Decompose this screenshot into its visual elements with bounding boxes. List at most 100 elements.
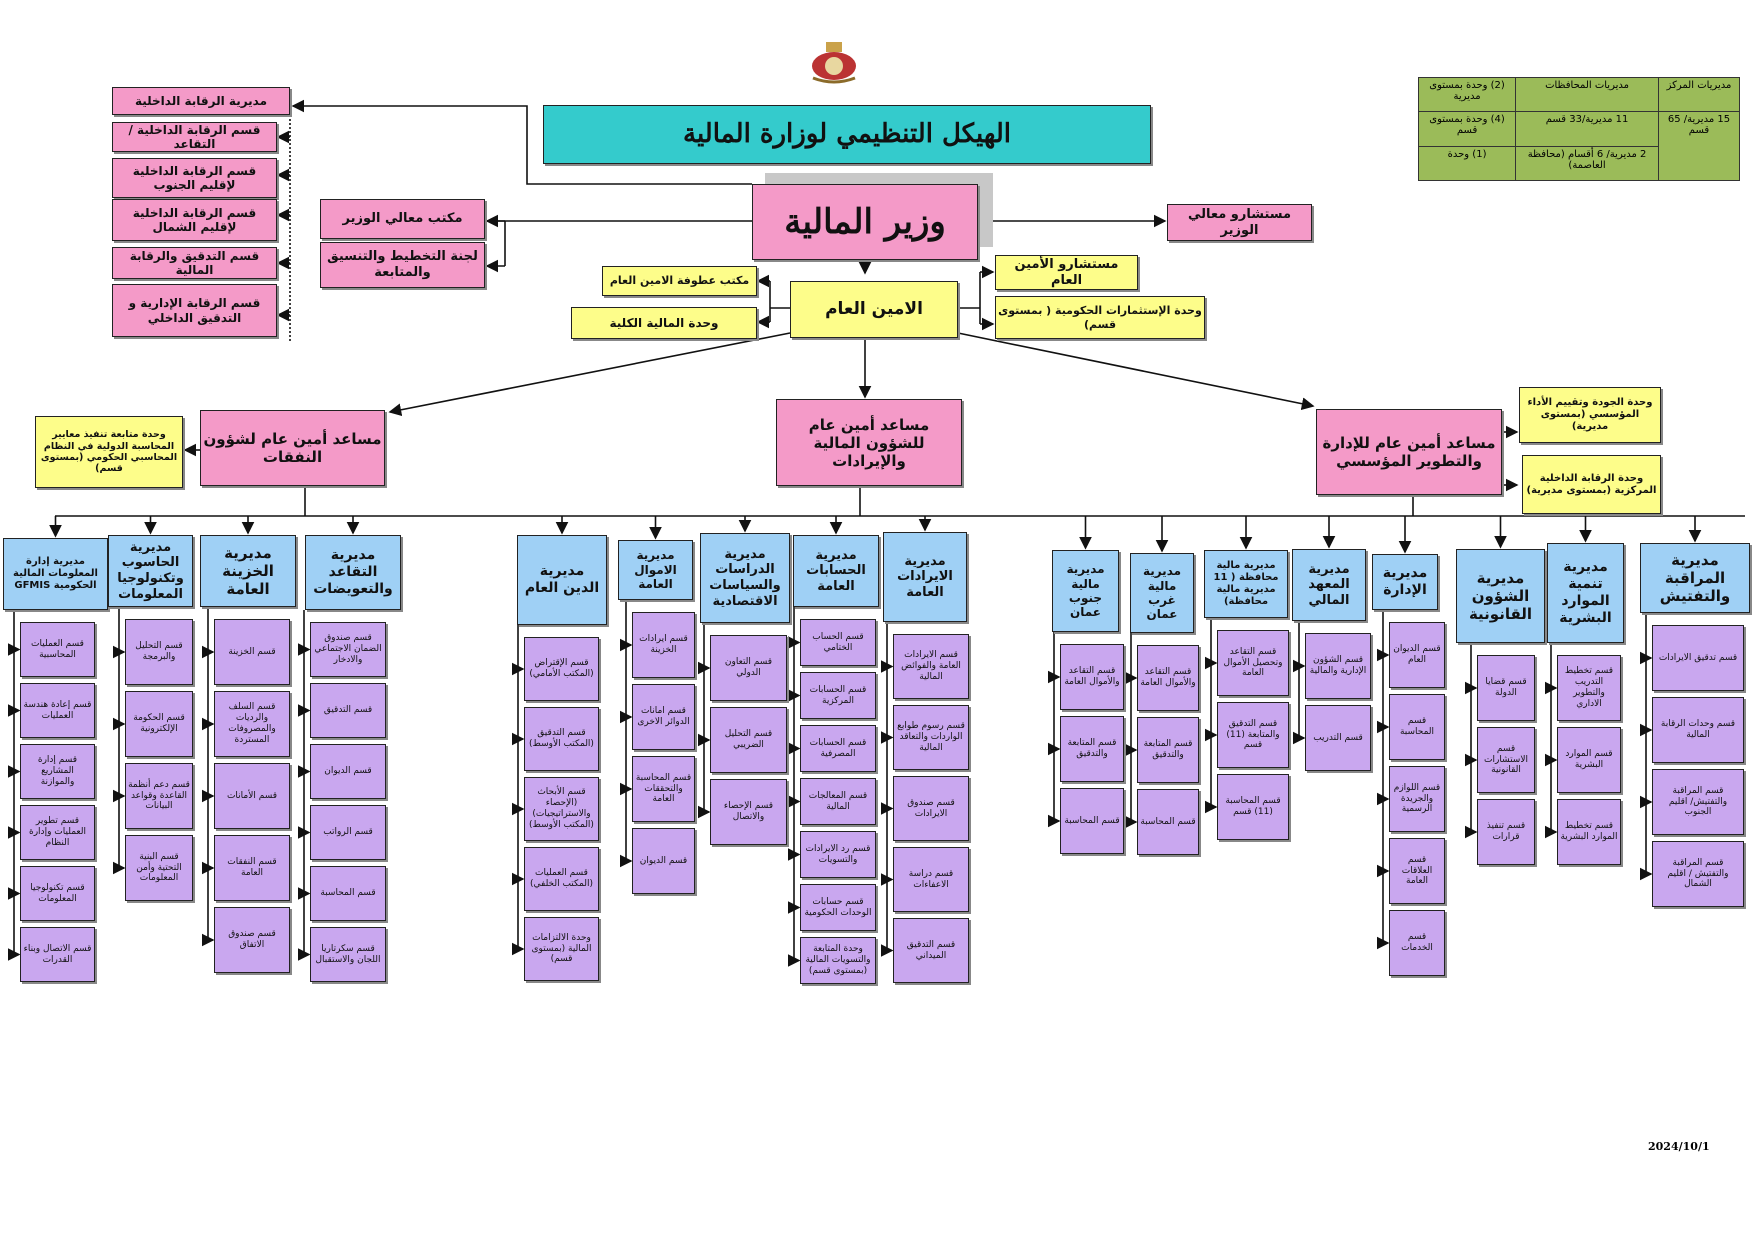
- ifrs-unit: وحدة متابعة تنفيذ معايير المحاسبة الدولي…: [35, 416, 183, 488]
- section-box: قسم حسابات الوحدات الحكومية: [800, 884, 876, 931]
- section-box: قسم التدقيق الميداني: [893, 918, 969, 983]
- section-box: قسم ايرادات الخزينة: [632, 612, 695, 678]
- section-box: قسم الاتصال وبناء القدرات: [20, 927, 95, 982]
- sg-office: مكتب عطوفة الامين العام: [602, 266, 757, 296]
- section-box: قسم الحكومة الإلكترونية: [125, 691, 193, 757]
- section-box: قسم التقاعد والأموال العامة: [1060, 644, 1124, 710]
- section-box: قسم المتابعة والتدقيق: [1137, 717, 1199, 783]
- section-box: قسم الإحصاء والاتصال: [710, 779, 787, 845]
- section-box: قسم رسوم طوابع الواردات والتعاقد المالية: [893, 705, 969, 770]
- section-box: قسم صندوق الضمان الاجتماعي والادخار: [310, 622, 386, 677]
- internal-audit-directorate: مديرية الرقابة الداخلية: [112, 87, 290, 115]
- directorate-box: مديرية الاموال العامة: [618, 540, 693, 600]
- section-box: قسم امانات الدوائر الاخرى: [632, 684, 695, 750]
- section-box: قسم تطوير العمليات وإدارة النظام: [20, 805, 95, 860]
- section-box: قسم الشؤون الإدارية والمالية: [1305, 633, 1371, 699]
- audit-section-4: قسم التدقيق والرقابة المالية: [112, 247, 277, 279]
- section-box: قسم السلف والرديات والمصروفات المستردة: [214, 691, 290, 757]
- section-box: قسم المراقبة والتفتيش / اقليم الشمال: [1652, 841, 1744, 907]
- minister-office: مكتب معالي الوزير: [320, 199, 485, 239]
- audit-section-3: قسم الرقابة الداخلية لإقليم الشمال: [112, 199, 277, 241]
- audit-section-5: قسم الرقابة الإدارية و التدقيق الداخلي: [112, 284, 277, 337]
- assistant-expenditure: مساعد أمين عام لشؤون النفقات: [200, 410, 385, 486]
- section-box: قسم الحسابات المركزية: [800, 672, 876, 719]
- section-box: قسم الخدمات: [1389, 910, 1445, 976]
- section-box: قسم تنفيذ قرارات: [1477, 799, 1535, 865]
- directorate-box: مديرية الدراسات والسياسات الاقتصادية: [700, 533, 790, 623]
- legend-header-unit: (2) وحدة بمستوى مديرية: [1417, 76, 1517, 113]
- section-box: قسم تكنولوجيا المعلومات: [20, 866, 95, 921]
- section-box: قسم دعم أنظمة القاعدة وقواعد البيانات: [125, 763, 193, 829]
- directorate-box: مديرية مالية جنوب عمان: [1052, 550, 1119, 632]
- section-box: قسم تدقيق الايرادات: [1652, 625, 1744, 691]
- section-box: قسم دراسة الاعفاءات: [893, 847, 969, 912]
- directorate-box: مديرية الايرادات العامة: [883, 532, 967, 622]
- section-box: قسم قضايا الدولة: [1477, 655, 1535, 721]
- section-box: قسم المتابعة والتدقيق: [1060, 716, 1124, 782]
- section-box: قسم رد الايرادات والتسويات: [800, 831, 876, 878]
- secretary-general: الامين العام: [790, 281, 958, 338]
- gov-investments-unit: وحدة الإستثمارات الحكومية ( بمستوى قسم): [995, 296, 1205, 339]
- directorate-box: مديرية الخزينة العامة: [200, 535, 296, 607]
- section-box: قسم الرواتب: [310, 805, 386, 860]
- directorate-box: مديرية الحسابات العامة: [793, 535, 879, 607]
- section-box: قسم التحليل الضريبي: [710, 707, 787, 773]
- minister-advisors: مستشارو معالي الوزير: [1167, 204, 1312, 241]
- section-box: قسم المحاسبة: [1060, 788, 1124, 854]
- section-box: قسم التدقيق والمتابعة (11) قسم: [1217, 702, 1289, 768]
- macro-finance-unit: وحدة المالية الكلية: [571, 307, 757, 339]
- legend-unit-single: (1) وحدة: [1417, 145, 1517, 182]
- section-box: قسم الديوان: [632, 828, 695, 894]
- section-box: قسم المعالجات المالية: [800, 778, 876, 825]
- directorate-box: مديرية مالية محافظة ( 11 مديرية مالية مح…: [1204, 550, 1288, 618]
- section-box: قسم وحدات الرقابة المالية: [1652, 697, 1744, 763]
- directorate-box: مديرية الدين العام: [517, 535, 607, 625]
- section-box: قسم المحاسبة (11) قسم: [1217, 774, 1289, 840]
- summary-table: مديريات المركز مديريات المحافظات (2) وحد…: [1417, 76, 1741, 182]
- directorate-box: مديرية مالية غرب عمان: [1130, 553, 1194, 633]
- section-box: قسم المحاسبة: [1389, 694, 1445, 760]
- directorate-box: مديرية التقاعد والتعويضات: [305, 535, 401, 610]
- legend-header-gov: مديريات المحافظات: [1515, 76, 1659, 113]
- section-box: قسم صندوق الايرادات: [893, 776, 969, 841]
- minister-box: وزير المالية: [752, 184, 978, 260]
- central-audit-unit: وحدة الرقابة الداخلية المركزية (بمستوى م…: [1522, 455, 1661, 514]
- legend-center-count: 15 مديرية/ 65 قسم: [1657, 111, 1741, 181]
- section-box: قسم الموارد البشرية: [1557, 727, 1621, 793]
- sg-advisors: مستشارو الأمين العام: [995, 255, 1138, 290]
- assistant-admin-development: مساعد أمين عام للإدارة والتطوير المؤسسي: [1316, 409, 1502, 495]
- section-box: قسم التحليل والبرمجة: [125, 619, 193, 685]
- section-box: قسم الحساب الختامي: [800, 619, 876, 666]
- section-box: قسم المحاسبة: [310, 866, 386, 921]
- legend-header-center: مديريات المركز: [1657, 76, 1741, 113]
- section-box: قسم التعاون الدولي: [710, 635, 787, 701]
- audit-section-2: قسم الرقابة الداخلية لإقليم الجنوب: [112, 158, 277, 198]
- legend-unit-section: (4) وحدة بمستوى قسم: [1417, 111, 1517, 147]
- section-box: قسم المحاسبة والتحققات العامة: [632, 756, 695, 822]
- coat-of-arms-logo: [805, 38, 863, 86]
- section-box: قسم الإقتراض (المكتب الأمامي): [524, 637, 599, 701]
- directorate-box: مديرية الحاسوب وتكنولوجيا المعلومات: [108, 535, 193, 607]
- section-box: قسم الديوان العام: [1389, 622, 1445, 688]
- chart-title: الهيكل التنظيمي لوزارة المالية: [543, 105, 1151, 164]
- legend-capital-count: 2 مديرية/ 6 أقسام (محافظة العاصمة): [1515, 145, 1659, 182]
- section-box: قسم المحاسبة: [1137, 789, 1199, 855]
- directorate-box: مديرية الشؤون القانونية: [1456, 549, 1545, 643]
- directorate-box: مديرية المراقبة والتفتيش: [1640, 543, 1750, 613]
- document-date: 2024/10/1: [1648, 1140, 1710, 1153]
- section-box: قسم تخطيط الموارد البشرية: [1557, 799, 1621, 865]
- section-box: قسم الحسابات المصرفية: [800, 725, 876, 772]
- directorate-box: مديرية تنمية الموارد البشرية: [1547, 543, 1624, 643]
- section-box: وحدة الالتزامات المالية (بمستوى قسم): [524, 917, 599, 981]
- section-box: قسم التدقيق (المكتب الأوسط): [524, 707, 599, 771]
- section-box: قسم العمليات (المكتب الخلفي): [524, 847, 599, 911]
- directorate-box: مديرية إدارة المعلومات المالية الحكومية …: [3, 538, 108, 610]
- section-box: قسم البنية التحتية وأمن المعلومات: [125, 835, 193, 901]
- directorate-box: مديرية الإدارة: [1372, 554, 1438, 610]
- section-box: قسم تخطيط التدريب والتطوير الاداري: [1557, 655, 1621, 721]
- section-box: قسم صندوق الاتفاق: [214, 907, 290, 973]
- section-box: قسم الأمانات: [214, 763, 290, 829]
- section-box: قسم الأبحاث (الإحصاء والاستراتيجيات) (ال…: [524, 777, 599, 841]
- section-box: قسم الايرادات العامة والفوائض المالية: [893, 634, 969, 699]
